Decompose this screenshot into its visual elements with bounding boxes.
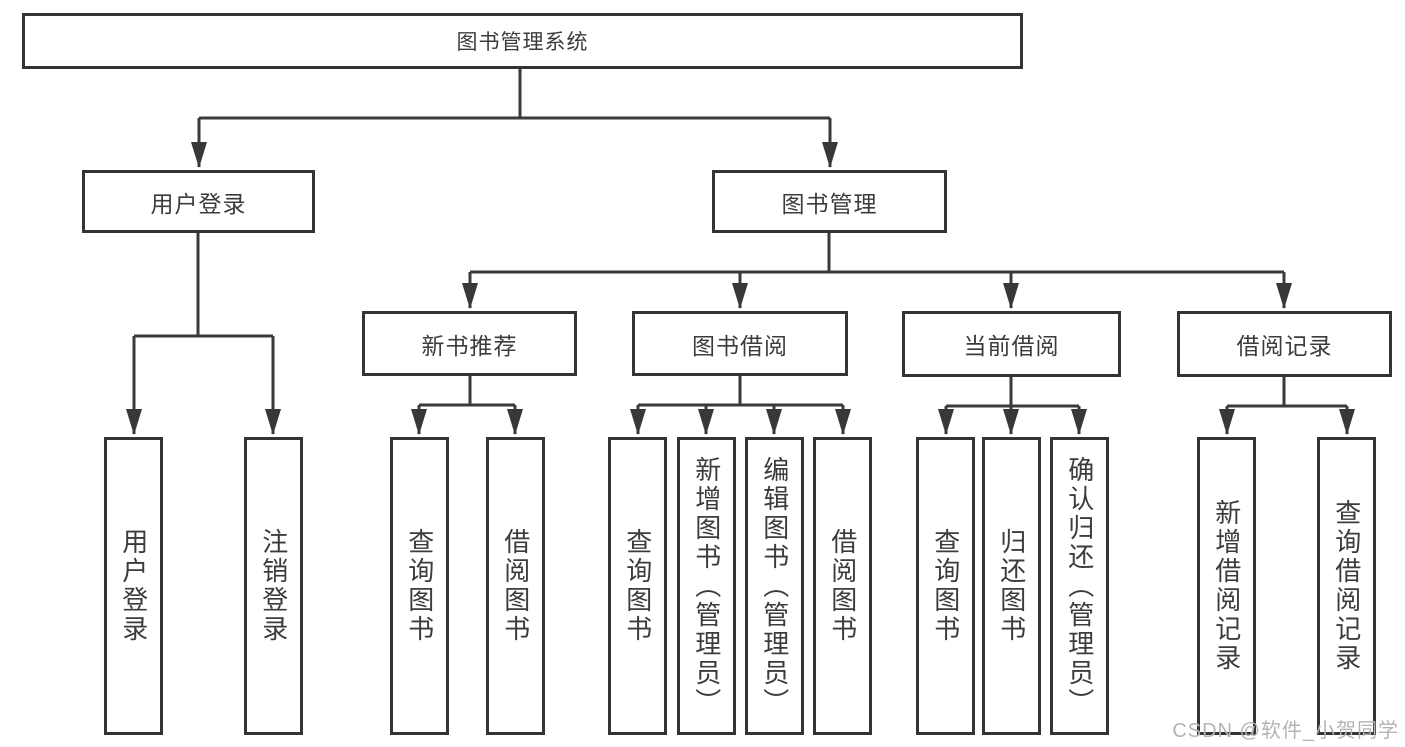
root-node-library-system: 图书管理系统: [22, 13, 1023, 69]
leaf-add-borrow-record: 新增借阅记录: [1197, 437, 1256, 735]
leaf-return-books: 归还图书: [982, 437, 1041, 735]
leaf-borrow-books: 借阅图书: [813, 437, 872, 735]
branch-new-book-recommend: 新书推荐: [362, 311, 577, 376]
csdn-watermark: CSDN @软件_小贺同学: [1172, 720, 1399, 742]
branch-user-login: 用户登录: [82, 170, 315, 233]
branch-book-management: 图书管理: [712, 170, 947, 233]
leaf-query-books: 查询图书: [916, 437, 975, 735]
leaf-query-borrow-record: 查询借阅记录: [1317, 437, 1376, 735]
leaf-query-books: 查询图书: [608, 437, 667, 735]
branch-book-borrow: 图书借阅: [632, 311, 848, 376]
leaf-edit-books-admin: 编辑图书（管理员）: [745, 437, 804, 735]
branch-current-borrow: 当前借阅: [902, 311, 1121, 377]
leaf-user-login: 用户登录: [104, 437, 163, 735]
branch-borrow-records: 借阅记录: [1177, 311, 1392, 377]
leaf-query-books: 查询图书: [390, 437, 449, 735]
leaf-borrow-books: 借阅图书: [486, 437, 545, 735]
leaf-add-books-admin: 新增图书（管理员）: [677, 437, 736, 735]
leaf-confirm-return-admin: 确认归还（管理员）: [1050, 437, 1109, 735]
leaf-logout-login: 注销登录: [244, 437, 303, 735]
